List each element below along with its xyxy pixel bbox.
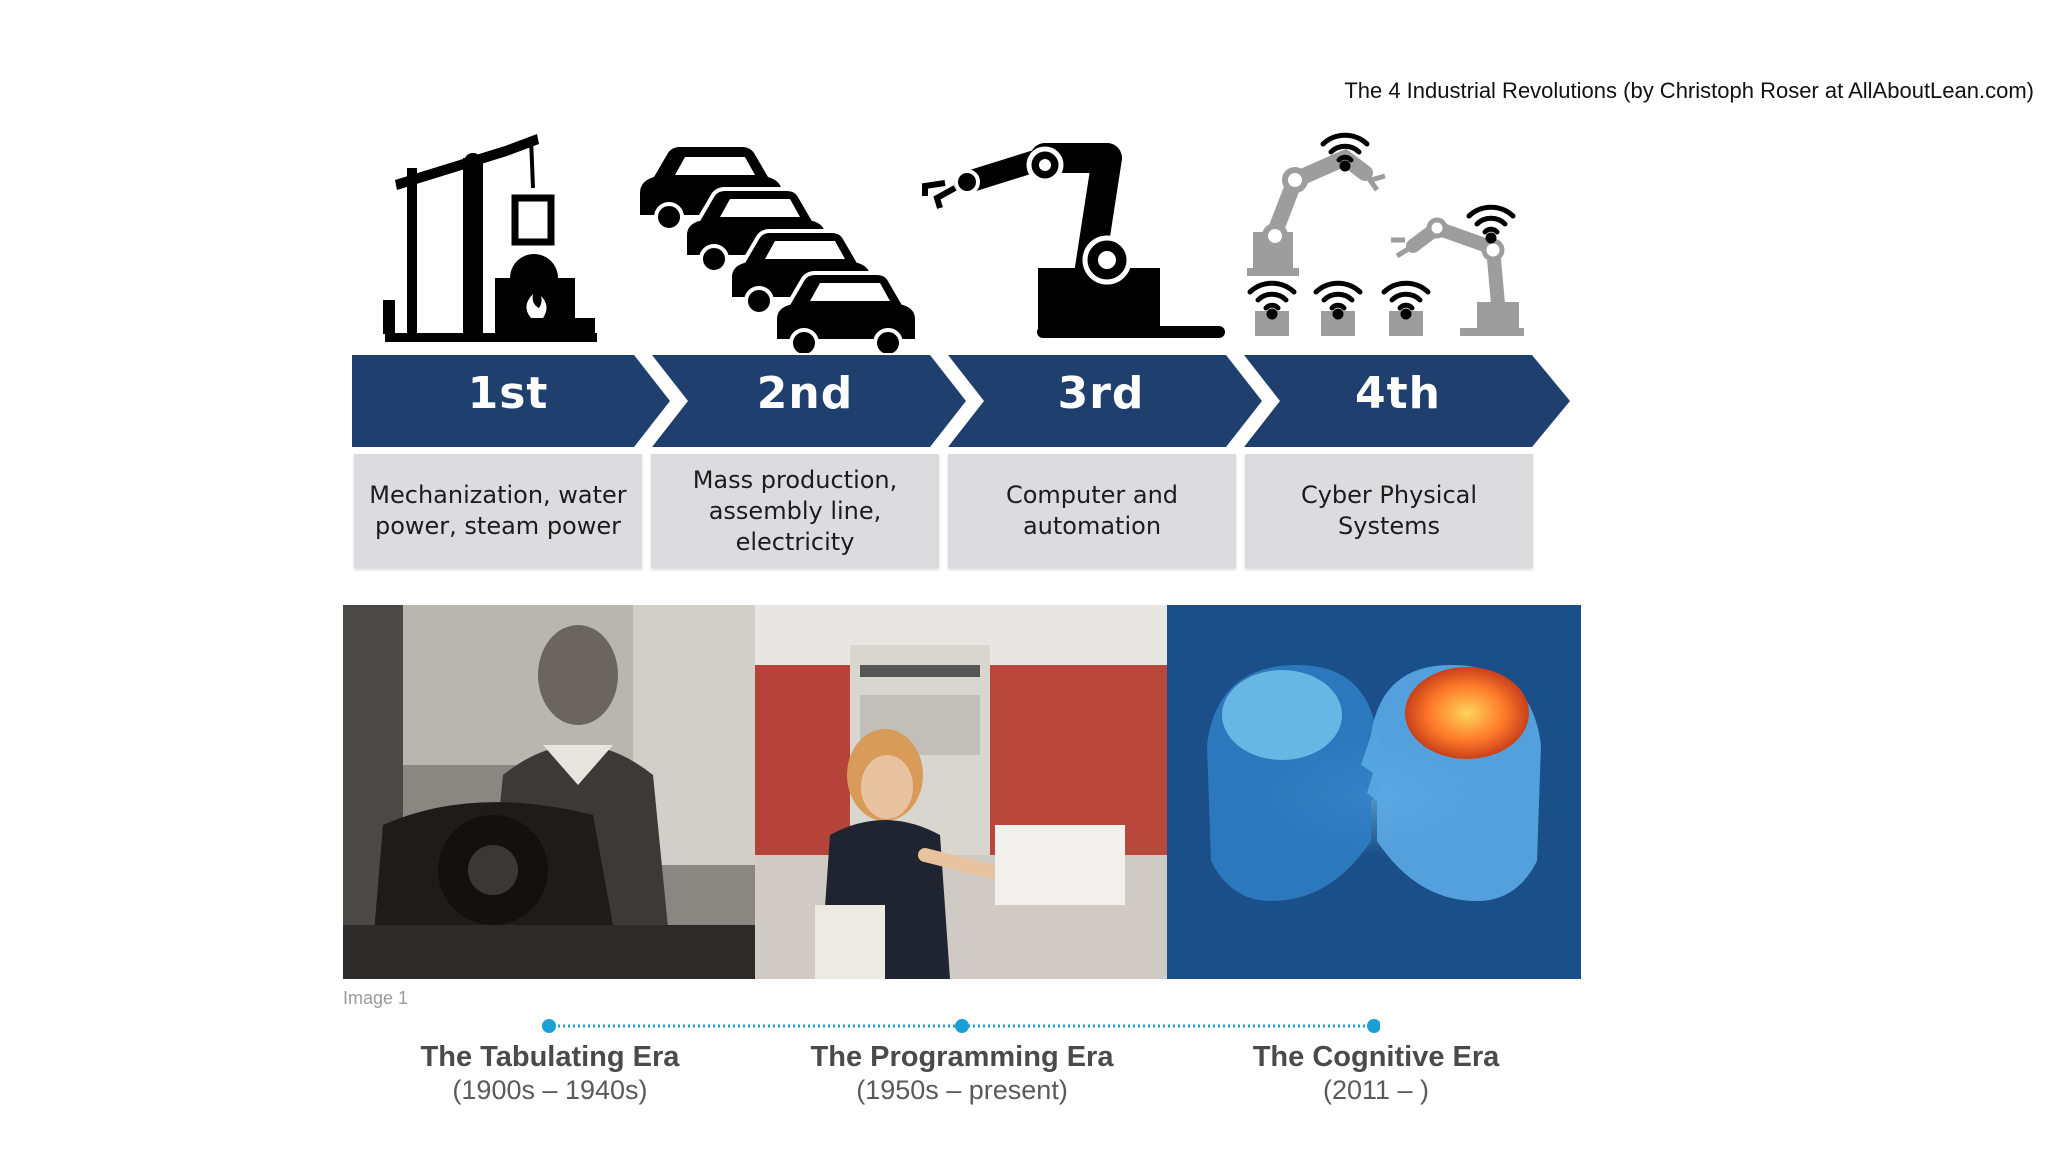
era-title: The Programming Era [810,1041,1114,1073]
era-timeline [542,1019,1380,1033]
era-photos [343,605,1581,979]
revolution-label-1: 1st [467,368,549,419]
figure-caption: The 4 Industrial Revolutions (by Christo… [1344,78,2034,103]
programming-era-photo [755,605,1169,979]
era-title: The Tabulating Era [420,1041,680,1073]
revolution-label-2: 2nd [756,368,854,419]
cognitive-era-photo [1167,605,1581,979]
revolution-label-3: 3rd [1057,368,1145,419]
revolution-icons [383,132,1524,353]
revolution-label-4: 4th [1355,368,1441,419]
chevron-2 [652,355,966,447]
revolution-description-3: Computer and automation [948,454,1236,568]
era-range: (1900s – 1940s) [452,1075,648,1105]
chevron-4 [1244,355,1570,447]
timeline-dot-2 [955,1019,969,1033]
connected-robots-icon [1247,148,1524,336]
image-label: Image 1 [343,988,409,1008]
era-title: The Cognitive Era [1252,1041,1500,1073]
revolution-description-1: Mechanization, water power, steam power [354,454,642,568]
era-tabulating: The Tabulating Era (1900s – 1940s) [340,1040,760,1106]
revolution-description-4: Cyber Physical Systems [1245,454,1533,568]
era-programming: The Programming Era (1950s – present) [752,1040,1172,1106]
era-range: (2011 – ) [1322,1075,1430,1105]
wifi-icons [1247,132,1516,320]
era-cognitive: The Cognitive Era (2011 – ) [1166,1040,1586,1106]
chevron-3 [948,355,1262,447]
steam-engine-icon [383,134,597,342]
tabulating-era-photo [343,605,757,979]
timeline-dot-1 [542,1019,556,1033]
robot-arm-icon [922,143,1225,338]
revolution-description-2: Mass production, assembly line, electric… [651,454,939,568]
revolution-chevrons [352,355,1570,447]
cars-assembly-icon [640,147,919,353]
chevron-1 [352,355,670,447]
timeline-dot-3 [1367,1019,1380,1033]
era-range: (1950s – present) [856,1075,1068,1105]
